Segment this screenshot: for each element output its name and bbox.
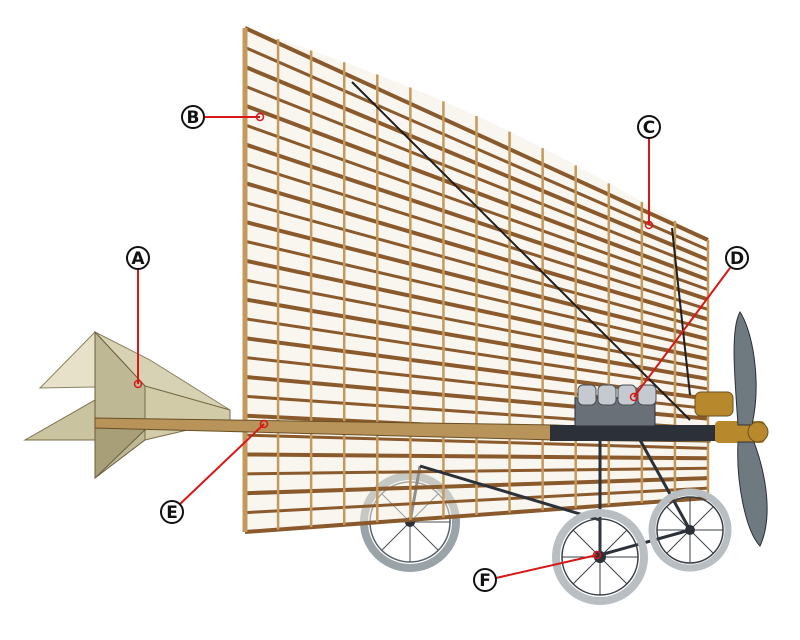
label-a: A bbox=[131, 249, 145, 269]
callout-c: C bbox=[637, 115, 661, 230]
callout-d: D bbox=[629, 246, 749, 402]
front-wheel-right bbox=[648, 488, 732, 572]
tail-kite bbox=[23, 330, 231, 480]
propeller bbox=[733, 311, 769, 547]
slatted-wing-panel bbox=[242, 26, 710, 534]
label-f: F bbox=[479, 571, 491, 591]
label-d: D bbox=[730, 249, 744, 269]
engine bbox=[574, 384, 734, 427]
callout-a: A bbox=[126, 246, 150, 389]
callout-b: B bbox=[181, 105, 265, 129]
rigging-wires bbox=[351, 81, 691, 421]
label-b: B bbox=[187, 108, 200, 128]
label-c: C bbox=[643, 118, 655, 138]
label-e: E bbox=[166, 503, 178, 523]
callout-f: F bbox=[473, 550, 602, 592]
callout-e: E bbox=[160, 419, 269, 524]
